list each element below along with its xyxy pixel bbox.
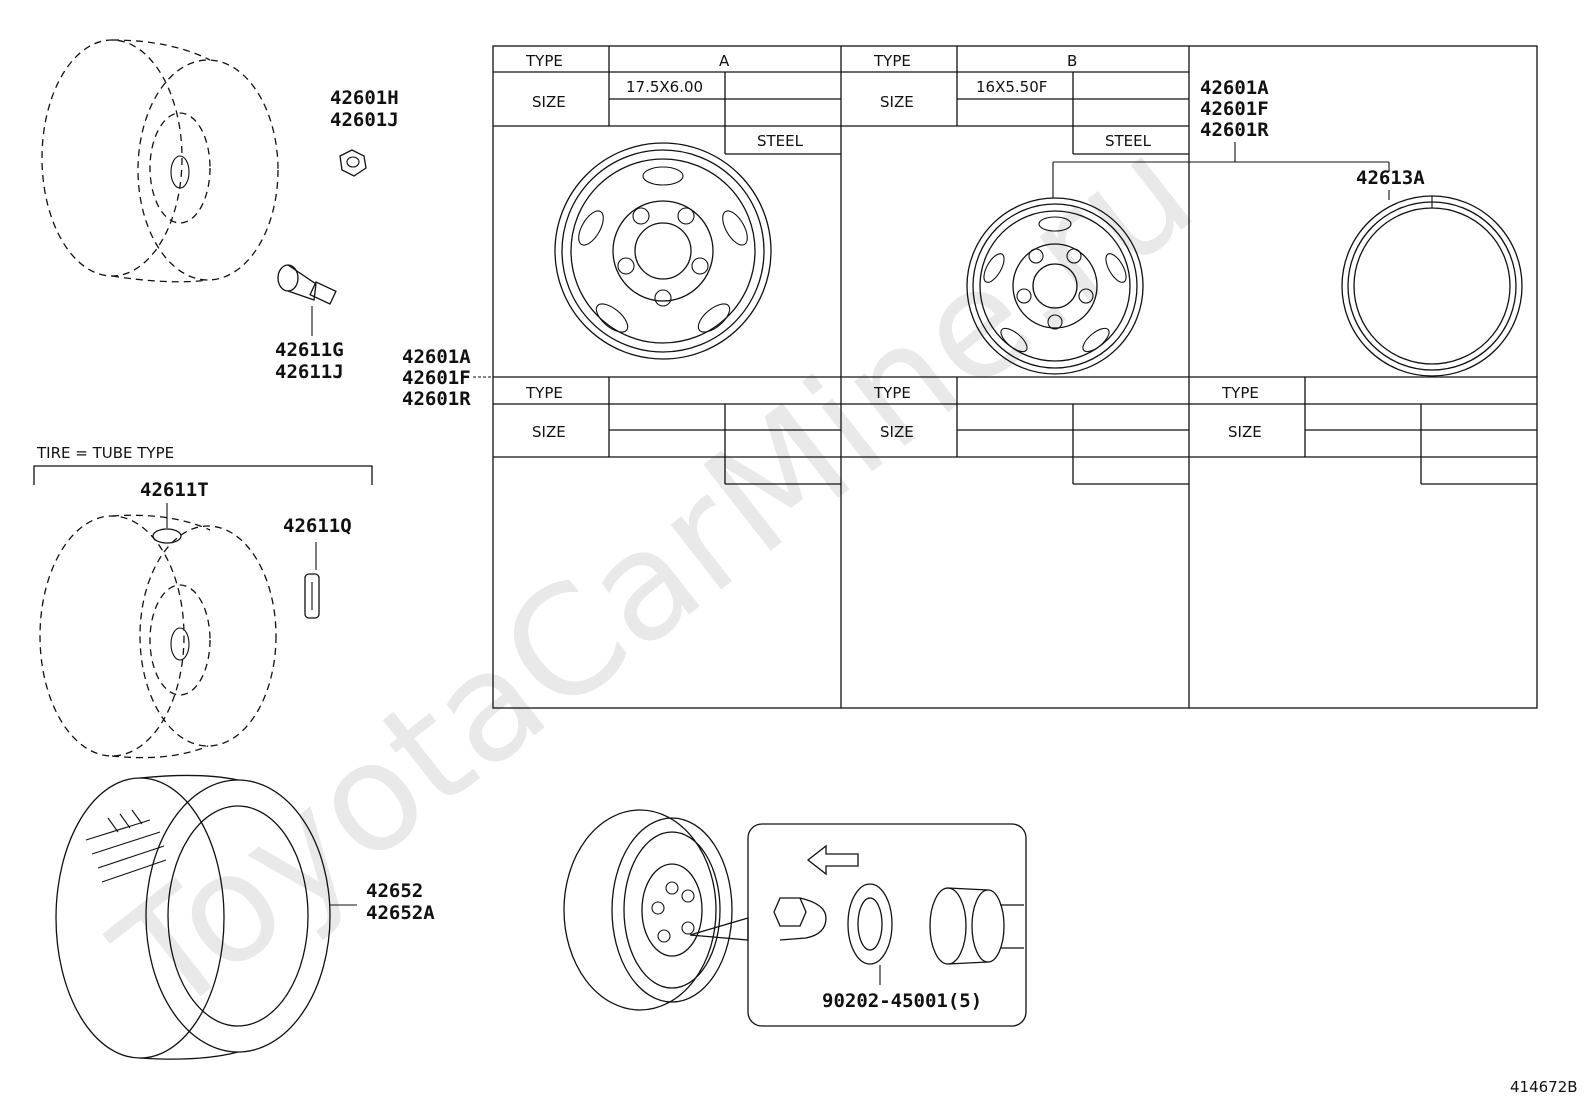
- part-label-42601R-side: 42601R: [402, 388, 471, 410]
- tire-dashed-middle[interactable]: [39, 514, 277, 759]
- part-label-42601R-top: 42601R: [1200, 119, 1269, 141]
- watermark: ToyotaCarMine.ru: [84, 104, 1225, 1048]
- type-value-b: B: [1067, 52, 1077, 70]
- type-header-1: TYPE: [525, 52, 563, 70]
- part-label-42601A-side: 42601A: [402, 346, 471, 368]
- wheel-assembly[interactable]: [563, 809, 733, 1011]
- part-label-42611J: 42611J: [275, 361, 344, 383]
- socket-icon[interactable]: [929, 887, 1024, 965]
- hub-bolt-icon[interactable]: [277, 264, 337, 336]
- size-value-a: 17.5X6.00: [626, 78, 703, 96]
- part-label-42601H: 42601H: [330, 87, 399, 109]
- direction-arrow-icon: [806, 844, 859, 876]
- part-label-42601F-top: 42601F: [1200, 98, 1269, 120]
- type-header-2: TYPE: [873, 52, 911, 70]
- material-a: STEEL: [757, 132, 804, 150]
- type-header-4: TYPE: [873, 384, 911, 402]
- detail-callout-box: [747, 823, 1027, 1027]
- size-header-2: SIZE: [880, 93, 914, 111]
- bracket-line: [33, 465, 373, 485]
- size-header-4: SIZE: [880, 423, 914, 441]
- type-header-5: TYPE: [1221, 384, 1259, 402]
- tire-tread[interactable]: [55, 774, 331, 1060]
- wheel-b-image[interactable]: [966, 197, 1144, 375]
- wheel-spec-table: [492, 45, 1538, 709]
- tire-dashed-top[interactable]: [41, 39, 279, 283]
- material-b: STEEL: [1105, 132, 1152, 150]
- size-header-1: SIZE: [532, 93, 566, 111]
- washer-icon[interactable]: [847, 883, 893, 965]
- part-label-42601F-side: 42601F: [402, 367, 471, 389]
- part-label-90202-45001: 90202-45001(5): [822, 990, 982, 1012]
- part-label-42601J: 42601J: [330, 109, 399, 131]
- valve-clip-icon[interactable]: [304, 573, 320, 619]
- type-value-a: A: [719, 52, 730, 70]
- size-header-3: SIZE: [532, 423, 566, 441]
- part-label-42601A-top: 42601A: [1200, 77, 1269, 99]
- type-header-3: TYPE: [525, 384, 563, 402]
- part-label-42611T: 42611T: [140, 479, 209, 501]
- part-label-42652: 42652: [366, 880, 423, 902]
- flap-icon: [152, 528, 182, 544]
- part-label-42652A: 42652A: [366, 902, 435, 924]
- size-value-b: 16X5.50F: [976, 78, 1047, 96]
- hub-nut-icon[interactable]: [339, 149, 367, 177]
- part-label-42611Q: 42611Q: [283, 515, 352, 537]
- size-header-5: SIZE: [1228, 423, 1262, 441]
- wheel-a-image[interactable]: [554, 142, 772, 360]
- hex-nut-icon[interactable]: [773, 897, 827, 941]
- part-label-42611G: 42611G: [275, 339, 344, 361]
- wheel-ring-image[interactable]: [1341, 195, 1523, 377]
- part-label-42613A: 42613A: [1356, 167, 1425, 189]
- diagram-id: 414672B: [1510, 1078, 1578, 1096]
- tube-type-note: TIRE = TUBE TYPE: [36, 444, 174, 462]
